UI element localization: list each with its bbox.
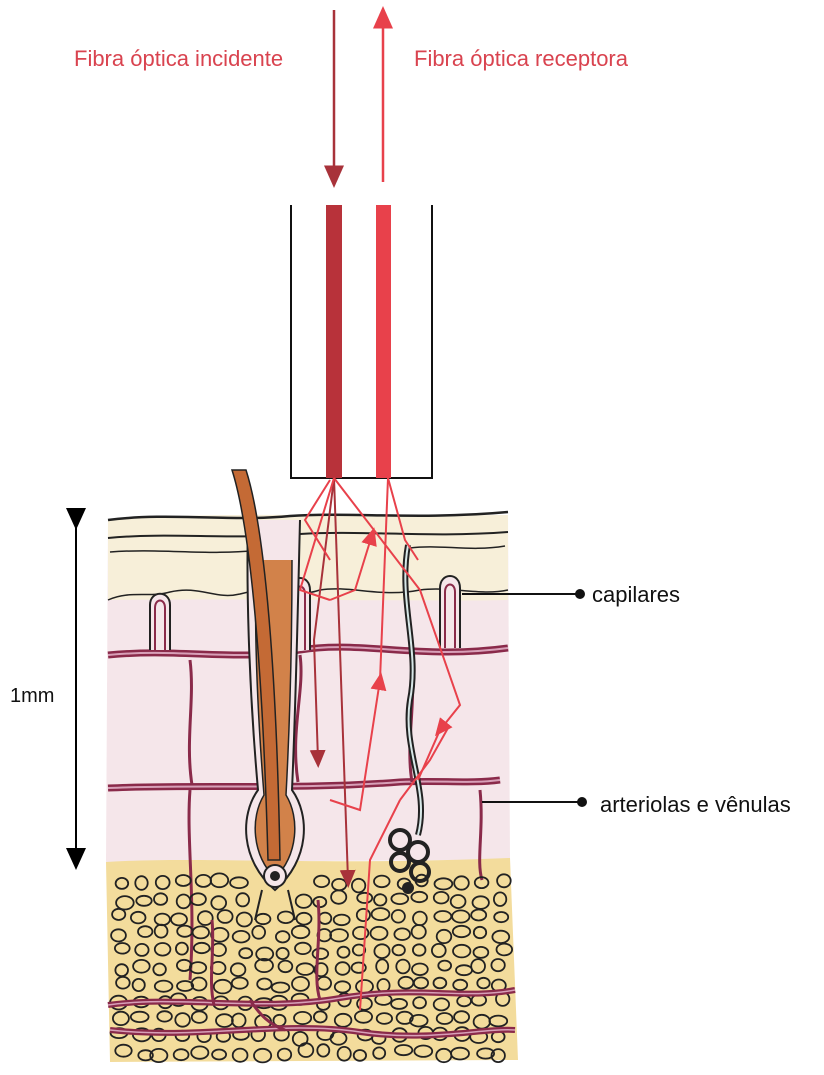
receptor-fiber [376, 205, 391, 478]
incident-fiber [326, 205, 342, 478]
capillaries-label: capilares [592, 582, 680, 607]
dot-marker-icon [577, 797, 587, 807]
probe-housing [291, 205, 432, 478]
dot-marker-icon [575, 589, 585, 599]
receptor-fiber-label: Fibra óptica receptora [414, 46, 629, 71]
incident-fiber-label: Fibra óptica incidente [74, 46, 283, 71]
scale-label: 1mm [10, 685, 54, 707]
vessels-label: arteriolas e vênulas [600, 792, 791, 817]
tissue [106, 470, 518, 1062]
